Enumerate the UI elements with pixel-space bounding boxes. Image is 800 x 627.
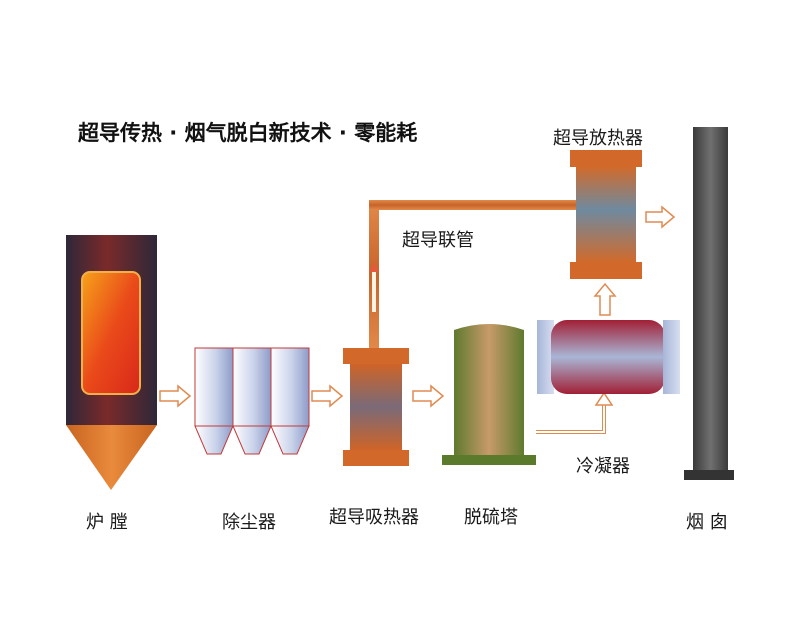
- furnace: [66, 235, 157, 490]
- flow-line-condenser: [536, 391, 614, 434]
- flow-arrow-2: [311, 384, 344, 408]
- desulfurization-tower: [442, 324, 536, 465]
- flow-arrow-up: [593, 282, 617, 316]
- dust-collector: [194, 347, 310, 455]
- label-furnace: 炉 膛: [86, 512, 128, 533]
- flow-arrow-4: [645, 205, 676, 229]
- flow-arrow-3: [412, 384, 445, 408]
- label-pipe: 超导联管: [402, 230, 474, 251]
- flow-arrow-1: [159, 384, 192, 408]
- diagram-title: 超导传热 · 烟气脱白新技术 · 零能耗: [78, 121, 418, 145]
- label-dust-collector: 除尘器: [222, 512, 276, 533]
- label-desulfurization-tower: 脱硫塔: [464, 507, 518, 528]
- label-absorber: 超导吸热器: [329, 507, 419, 528]
- chimney: [684, 127, 734, 480]
- label-condenser: 冷凝器: [576, 456, 630, 477]
- label-chimney: 烟 囱: [686, 512, 728, 533]
- superconducting-pipe: [369, 200, 576, 350]
- superconducting-releaser: [570, 150, 642, 279]
- superconducting-absorber: [343, 348, 409, 466]
- label-releaser: 超导放热器: [553, 128, 643, 149]
- condenser: [537, 320, 680, 394]
